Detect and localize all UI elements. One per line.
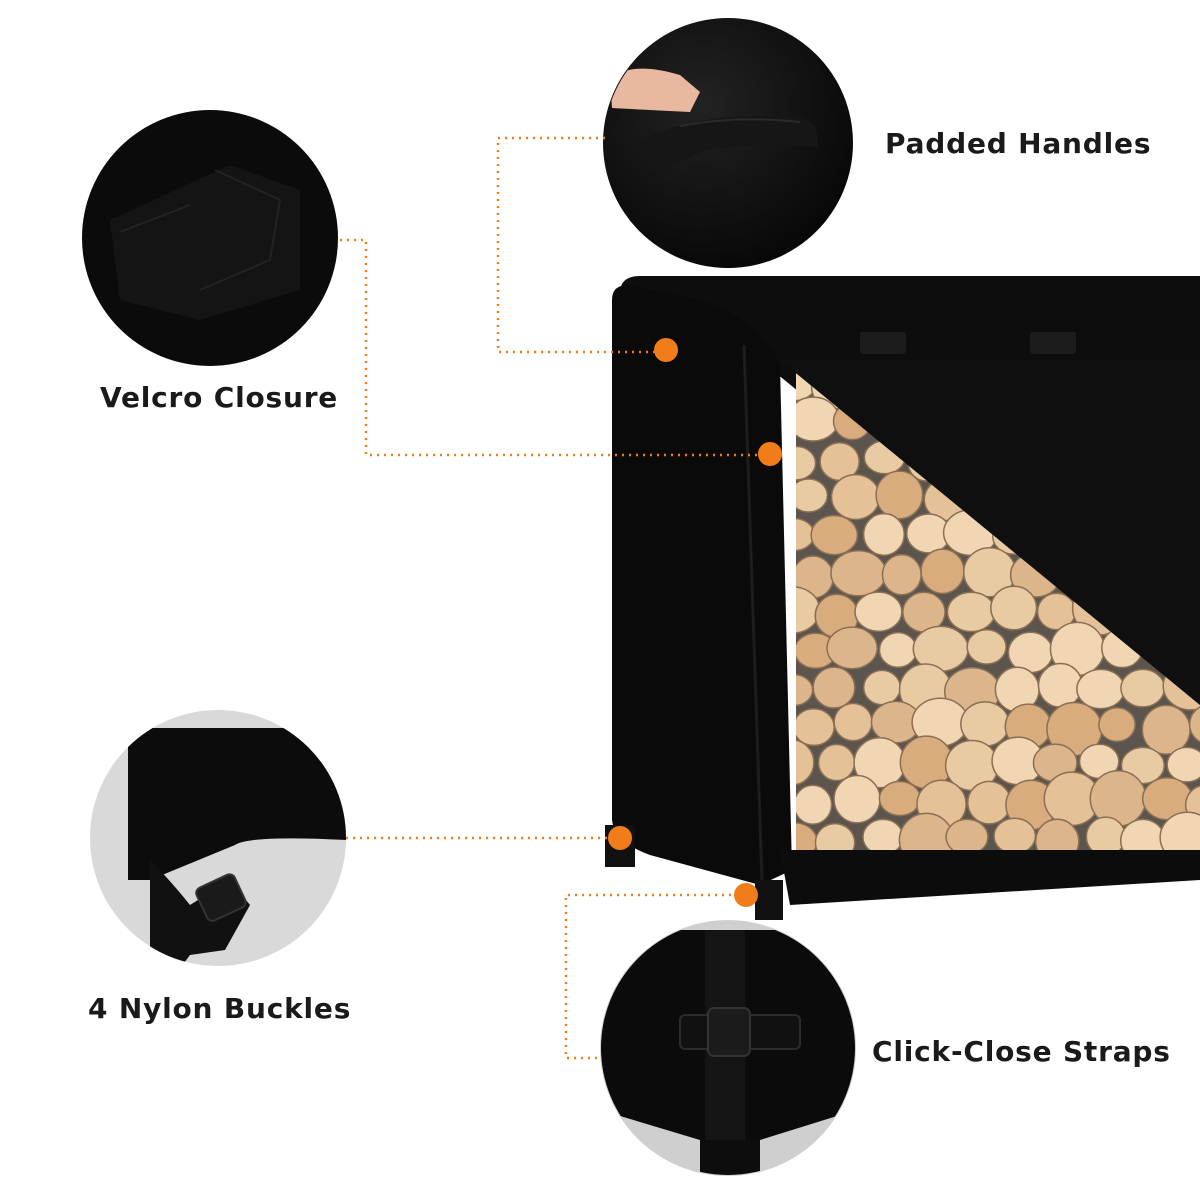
log-end — [945, 818, 989, 850]
log-end — [966, 628, 1007, 665]
log-end — [862, 669, 902, 706]
log-end — [920, 548, 965, 595]
log-end — [814, 822, 856, 850]
log-end — [796, 478, 829, 513]
marker-velcro-closure — [758, 442, 782, 466]
log-end — [878, 780, 922, 817]
log-end — [881, 553, 922, 596]
log-end — [830, 549, 887, 597]
log-end — [796, 707, 835, 747]
inset-padded-handle — [603, 18, 853, 268]
inset-nylon-buckle — [90, 710, 346, 966]
log-end — [990, 585, 1038, 631]
log-end — [826, 626, 878, 670]
log-end — [1120, 668, 1166, 708]
log-end — [966, 780, 1012, 825]
log-end — [854, 591, 903, 633]
label-velcro-closure: Velcro Closure — [100, 381, 339, 414]
log-end — [830, 473, 881, 521]
log-end — [1166, 746, 1200, 783]
log-end — [993, 817, 1037, 850]
log-end — [1037, 662, 1083, 708]
log-end — [1098, 707, 1136, 743]
log-end — [862, 512, 905, 557]
callout-markers — [608, 338, 782, 907]
log-end — [796, 396, 840, 442]
log-end — [1076, 668, 1126, 710]
log-end — [960, 701, 1010, 747]
leader-velcro-closure — [340, 238, 765, 457]
log-end — [796, 445, 817, 481]
log-end — [875, 470, 924, 520]
marker-click-close-straps — [734, 883, 758, 907]
log-end — [833, 774, 881, 824]
label-padded-handles: Padded Handles — [885, 127, 1152, 160]
log-end — [862, 818, 904, 850]
label-click-close-straps: Click-Close Straps — [872, 1035, 1171, 1068]
inset-click-close-strap — [600, 920, 856, 1176]
inset-velcro-closure — [82, 110, 338, 366]
label-nylon-buckles: 4 Nylon Buckles — [88, 992, 352, 1025]
log-end — [810, 514, 859, 556]
callout-lines — [340, 136, 765, 1060]
log-end — [878, 631, 918, 669]
firewood-rack-cover — [605, 276, 1200, 920]
log-end — [1141, 704, 1191, 755]
log-end — [833, 702, 873, 742]
leader-click-close-straps — [564, 893, 745, 1060]
log-end — [796, 739, 815, 786]
log-end — [1159, 811, 1200, 850]
log-end — [796, 784, 833, 825]
log-end — [817, 743, 856, 782]
marker-nylon-buckles — [608, 826, 632, 850]
log-end — [946, 591, 996, 633]
log-end — [812, 666, 856, 709]
log-end — [1034, 818, 1080, 850]
marker-padded-handles — [654, 338, 678, 362]
